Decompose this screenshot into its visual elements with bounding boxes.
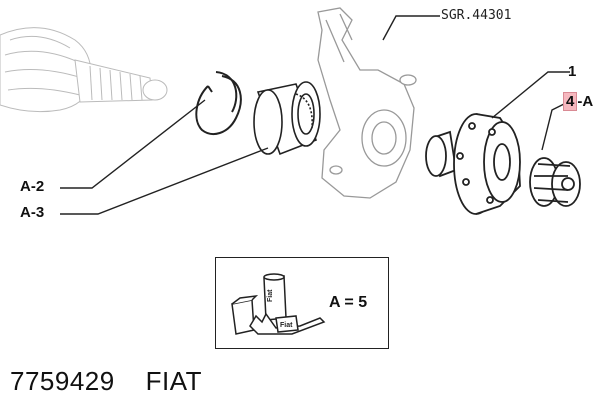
box-label: Fiat <box>280 322 293 329</box>
callout-a2: A-2 <box>20 178 45 195</box>
circlip <box>195 71 242 135</box>
bottle-label: Fiat <box>267 289 274 302</box>
steering-knuckle <box>317 7 417 199</box>
legend-text: A = 5 <box>329 294 368 311</box>
drive-shaft <box>0 27 168 113</box>
wheel-bearing <box>253 81 321 156</box>
legend-box: A = 5 <box>215 257 389 349</box>
leader-lines <box>60 15 570 215</box>
callout-item-1: 1 <box>568 63 577 80</box>
callout-a3: A-3 <box>20 204 45 221</box>
drawing-reference-code: SGR.44301 <box>441 8 512 23</box>
part-number: 7759429 <box>10 366 115 396</box>
callout-item-4-suffix: -A <box>577 93 594 110</box>
callout-item-4: 4-A <box>563 92 594 111</box>
part-number-line: 7759429 FIAT <box>10 366 202 397</box>
brand-name: FIAT <box>145 366 203 396</box>
pictogram-labels: Fiat Fiat <box>267 289 293 329</box>
wheel-hub <box>425 113 521 215</box>
hub-nut <box>529 157 581 207</box>
grease-pictogram <box>231 273 326 335</box>
highlighted-item-number[interactable]: 4 <box>563 92 578 111</box>
